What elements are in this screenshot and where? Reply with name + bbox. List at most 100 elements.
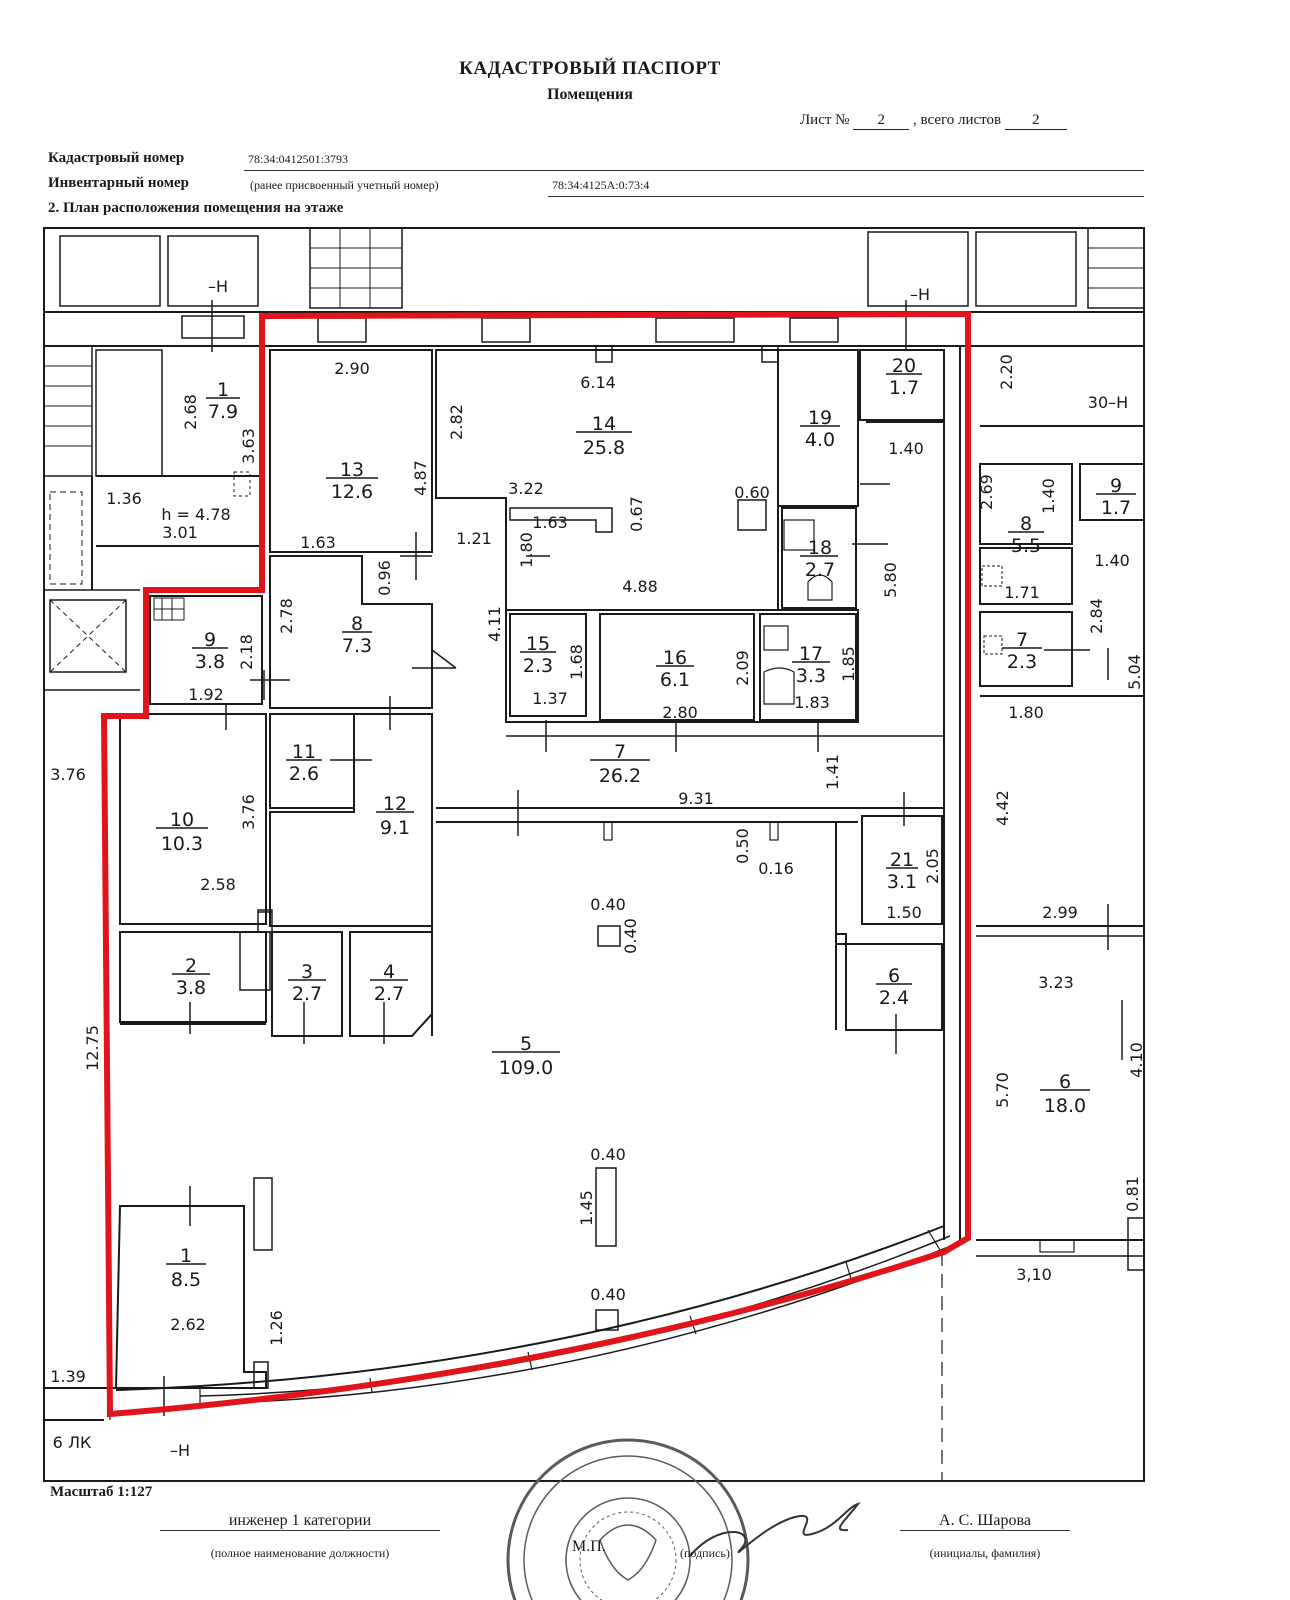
room-number: 1	[180, 1245, 192, 1267]
room-area: 10.3	[161, 833, 203, 855]
dimension-label: 1.40	[888, 439, 924, 458]
dimension-label: 1.80	[517, 532, 536, 568]
room-number: 10	[170, 809, 194, 831]
dimension-label: 12.75	[83, 1025, 102, 1071]
dimension-label: 1.37	[532, 689, 568, 708]
room-area: 25.8	[583, 437, 625, 459]
room-number: 8	[1020, 513, 1032, 535]
dimension-label: 0.16	[758, 859, 794, 878]
dimension-label: 2.62	[170, 1315, 206, 1334]
dimension-label: 2.90	[334, 359, 370, 378]
sheet-number: 2	[853, 112, 910, 130]
signer-name-caption: (инициалы, фамилия)	[929, 1546, 1041, 1560]
room-area: 2.7	[292, 983, 322, 1005]
dimension-label: 1.92	[188, 685, 224, 704]
room-area: 3.8	[195, 651, 225, 673]
total-sheets: 2	[1004, 112, 1067, 130]
dimension-label: 4.11	[485, 606, 504, 642]
dimension-label: –Н	[910, 285, 930, 304]
dimension-label: 2.80	[662, 703, 698, 722]
dimension-label: 9.31	[678, 789, 714, 808]
dimension-label: 1.63	[532, 513, 568, 532]
dimension-label: 0.40	[590, 1145, 626, 1164]
room-area: 4.0	[805, 429, 835, 451]
inventory-underline	[548, 196, 1144, 197]
dimension-label: 5.80	[881, 562, 900, 598]
room-area: 3.1	[887, 871, 917, 893]
dimension-label: 1.71	[1004, 583, 1040, 602]
dimension-label: 3.76	[50, 765, 86, 784]
dimension-label: 3,10	[1016, 1265, 1052, 1284]
room-number: 6	[1059, 1071, 1071, 1093]
dimension-label: 2.78	[277, 598, 296, 634]
dimension-label: 1.45	[577, 1190, 596, 1226]
dimension-label: 4.88	[622, 577, 658, 596]
dimension-label: 2.20	[997, 354, 1016, 390]
inventory-number: 78:34:4125А:0:73:4	[552, 178, 650, 192]
dimension-label: h = 4.78	[161, 505, 230, 524]
document-subtitle: Помещения	[547, 86, 633, 103]
dimension-label: 0.60	[734, 483, 770, 502]
dimension-label: 0.96	[375, 560, 394, 596]
dimension-label: 3.76	[239, 794, 258, 830]
dimension-label: 3.63	[239, 428, 258, 464]
cadastral-label: Кадастровый номер	[48, 150, 185, 166]
dimension-label: 0.81	[1123, 1176, 1142, 1212]
dimension-label: 6 ЛК	[53, 1433, 92, 1452]
dimension-label: –Н	[170, 1441, 190, 1460]
section-title: 2. План расположения помещения на этаже	[48, 200, 344, 216]
room-number: 9	[1110, 475, 1122, 497]
dimension-label: 30–Н	[1088, 393, 1128, 412]
room-area: 3.3	[796, 665, 826, 687]
position-caption: (полное наименование должности)	[210, 1546, 390, 1560]
room-number: 2	[185, 955, 197, 977]
official-stamp	[506, 1438, 750, 1600]
dimension-label: 4.87	[411, 460, 430, 496]
room-number: 19	[808, 407, 832, 429]
sheet-separator: ,	[912, 112, 917, 128]
room-area: 2.4	[879, 987, 909, 1009]
room-area: 26.2	[599, 765, 641, 787]
dimension-label: 3.01	[162, 523, 198, 542]
signature-caption: (подпись)	[680, 1546, 730, 1560]
inventory-note: (ранее присвоенный учетный номер)	[250, 178, 439, 192]
room-area: 2.3	[523, 655, 553, 677]
room-number: 20	[892, 355, 916, 377]
dimension-label: 1.50	[886, 903, 922, 922]
dimension-label: 1.68	[567, 644, 586, 680]
dimension-label: 1.21	[456, 529, 492, 548]
room-area: 12.6	[331, 481, 373, 503]
room-number: 14	[592, 413, 616, 435]
sheet-label: Лист №	[800, 112, 850, 128]
room-area: 2.6	[289, 763, 319, 785]
room-area: 5.5	[1011, 535, 1041, 557]
dimension-label: 2.82	[447, 404, 466, 440]
dimension-label: 1.80	[1008, 703, 1044, 722]
room-area: 8.5	[171, 1269, 201, 1291]
dimension-label: 0.40	[590, 895, 626, 914]
dimension-label: 5.04	[1125, 654, 1144, 690]
total-sheets-label: всего листов	[920, 112, 1002, 128]
dimension-label: 0.67	[627, 496, 646, 532]
room-area: 2.3	[1007, 651, 1037, 673]
room-number: 7	[1016, 629, 1028, 651]
dimension-label: 1.83	[794, 693, 830, 712]
dimension-label: 1.39	[50, 1367, 86, 1386]
dimension-label: 1.63	[300, 533, 336, 552]
room-number: 21	[890, 849, 914, 871]
room-number: 12	[383, 793, 407, 815]
dimension-label: –Н	[208, 277, 228, 296]
sheet-info: Лист № 2 , всего листов 2	[800, 112, 1067, 130]
room-number: 13	[340, 459, 364, 481]
document-title: КАДАСТРОВЫЙ ПАСПОРТ	[459, 58, 721, 79]
room-area: 2.7	[805, 559, 835, 581]
room-area: 18.0	[1044, 1095, 1086, 1117]
dimension-label: 1.40	[1039, 478, 1058, 514]
room-area: 109.0	[499, 1057, 553, 1079]
cadastral-underline	[244, 170, 1144, 171]
dimension-label: 2.99	[1042, 903, 1078, 922]
room-number: 18	[808, 537, 832, 559]
plan-frame	[43, 227, 1145, 1482]
dimension-label: 0.40	[621, 918, 640, 954]
